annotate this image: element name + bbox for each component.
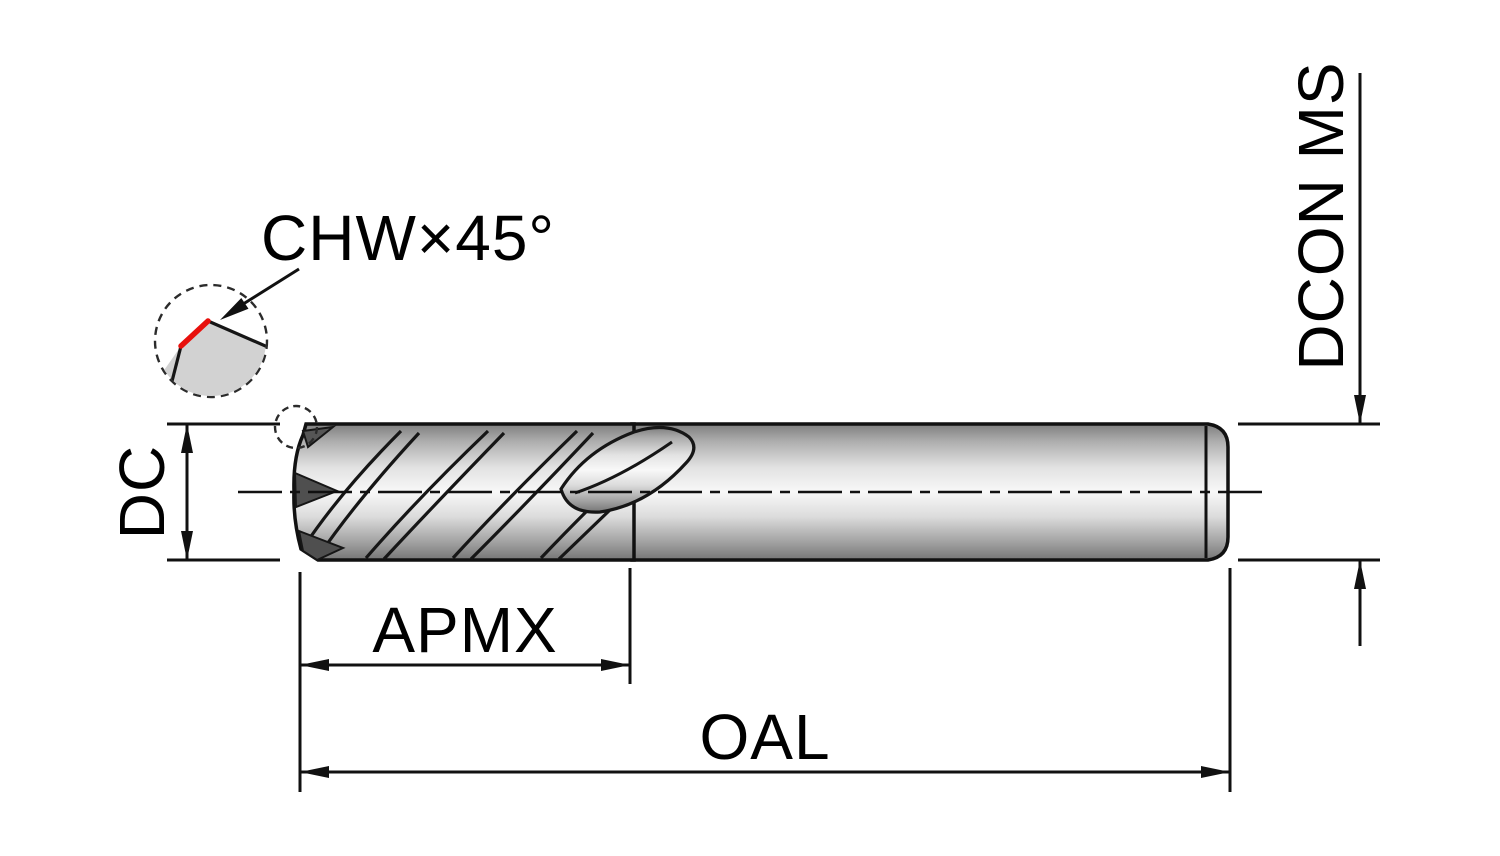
chamfer-leader-line bbox=[239, 267, 300, 308]
tip-tooth-bottom bbox=[297, 529, 346, 562]
chamfer-detail-top-edge bbox=[207, 319, 266, 350]
apmx-dimension: APMX bbox=[298, 568, 632, 792]
chamfer-callout: CHW×45° bbox=[220, 202, 555, 320]
dcon-arrowhead-up bbox=[1354, 560, 1366, 589]
dc-label: DC bbox=[106, 445, 178, 539]
chamfer-detail bbox=[153, 283, 269, 399]
dc-dimension: DC bbox=[106, 422, 280, 562]
tip-tooth-middle bbox=[293, 471, 340, 509]
oal-arrowhead-right bbox=[1201, 766, 1230, 778]
oal-arrowhead-left bbox=[300, 766, 329, 778]
apmx-arrowhead-left bbox=[300, 659, 329, 671]
dc-arrowhead-down bbox=[181, 531, 193, 560]
dcon-arrowhead-down bbox=[1354, 395, 1366, 424]
flute-runout-inner-line bbox=[574, 440, 673, 495]
oal-dimension: OAL bbox=[300, 568, 1232, 792]
apmx-arrowhead-right bbox=[601, 659, 630, 671]
apmx-label: APMX bbox=[372, 594, 557, 666]
dc-arrowhead-up bbox=[181, 424, 193, 453]
flute-section bbox=[292, 422, 696, 562]
dcon-label: DCON MS bbox=[1285, 61, 1357, 370]
chamfer-leader-arrowhead bbox=[220, 298, 249, 320]
chamfer-edge-highlight bbox=[178, 318, 211, 349]
tip-detail-marker-circle bbox=[273, 404, 319, 450]
oal-label: OAL bbox=[699, 701, 830, 773]
chamfer-label: CHW×45° bbox=[261, 202, 555, 274]
dcon-dimension: DCON MS bbox=[1238, 61, 1380, 646]
chamfer-detail-face bbox=[156, 321, 266, 396]
